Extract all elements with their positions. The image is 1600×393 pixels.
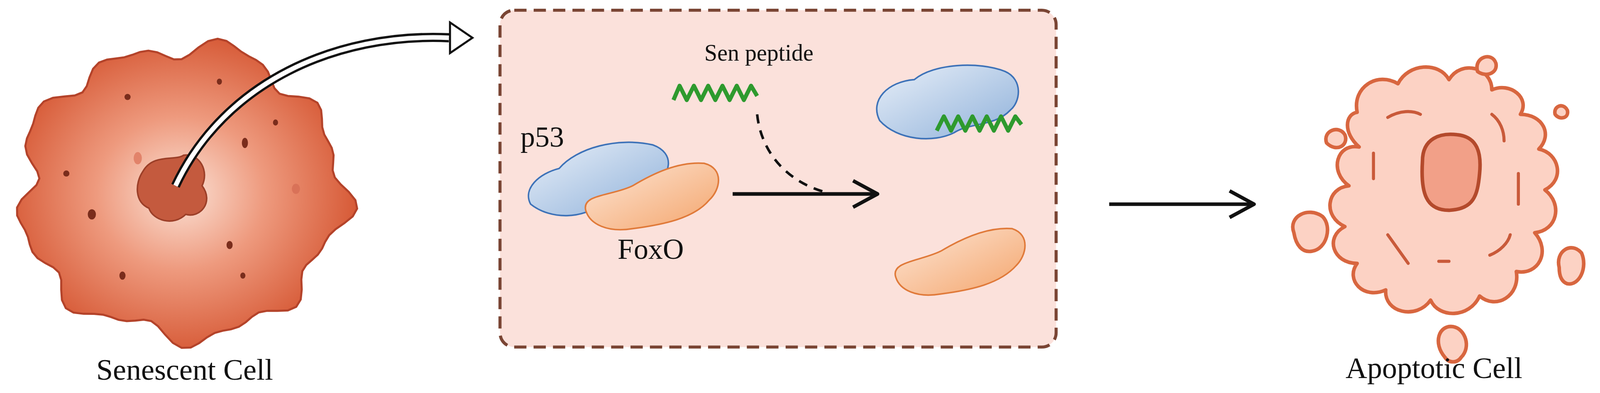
reaction-arrow <box>732 192 876 196</box>
node-label: p53 <box>520 120 565 154</box>
sen-peptide <box>673 85 758 100</box>
nucleus-fragments <box>1373 111 1519 264</box>
sen-peptide-bound <box>936 116 1022 131</box>
node-label: Apoptotic Cell <box>1345 350 1523 386</box>
foxo-protein: FoxO <box>581 161 731 266</box>
dashed-arrow <box>757 114 825 192</box>
senescent-cell-outline <box>17 38 357 348</box>
hollow-arrow <box>175 37 450 186</box>
node-label: FoxO <box>617 232 684 267</box>
hollow-arrow-inner <box>175 37 450 186</box>
arrowhead <box>852 180 878 208</box>
p53-protein: p53 <box>514 120 673 229</box>
hollow-arrowhead <box>449 22 473 54</box>
arrow <box>1109 202 1251 206</box>
dashed-inset <box>500 10 1057 347</box>
apoptotic-cell: Apoptotic Cell <box>1270 41 1598 391</box>
senescent-cell: Senescent Cell <box>12 37 357 391</box>
peptide-label: Sen peptide <box>704 39 814 66</box>
arrowhead <box>1229 190 1255 218</box>
apoptotic-cell <box>1292 56 1584 362</box>
foxo-protein <box>585 163 719 230</box>
foxo-protein-free <box>895 228 1026 295</box>
nucleus <box>137 154 207 221</box>
node-label: Senescent Cell <box>96 352 274 387</box>
